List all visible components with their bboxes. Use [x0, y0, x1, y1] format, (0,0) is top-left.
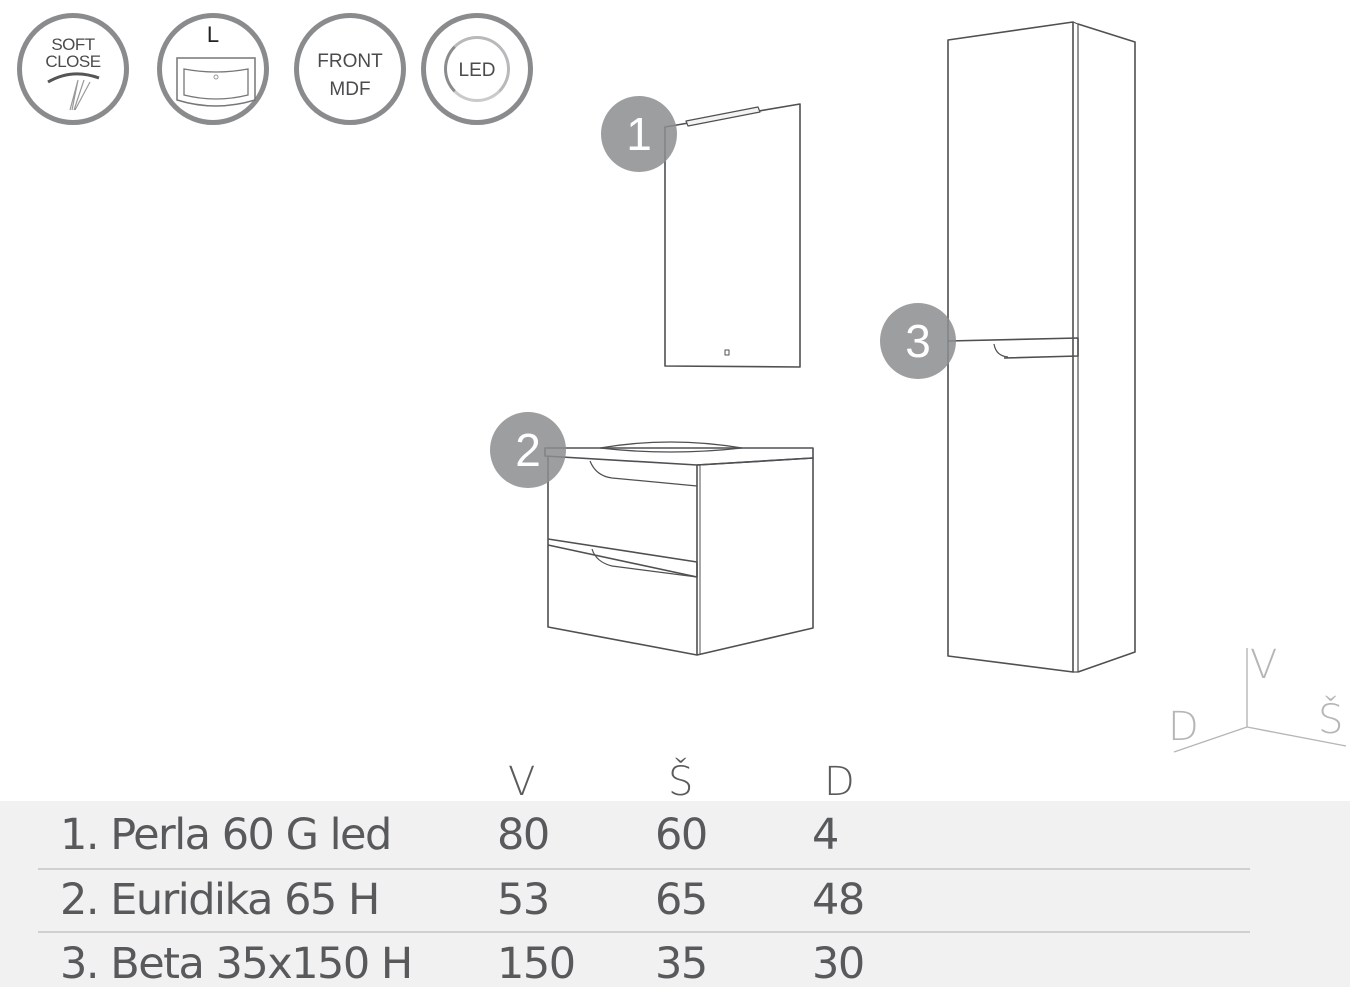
axis-label-depth: D — [1168, 704, 1199, 750]
tall-cabinet-drawing — [947, 21, 1136, 673]
washbasin-left-icon: L — [157, 13, 269, 125]
column-header-width: Š — [668, 759, 694, 805]
soft-close-label: SOFT CLOSE — [22, 36, 124, 70]
axis-label-height: V — [1250, 642, 1278, 688]
basin-side-label: L — [206, 22, 220, 47]
led-label: LED — [458, 60, 496, 81]
furniture-drawing — [544, 21, 1347, 753]
height-value: 53 — [497, 875, 550, 925]
depth-value: 4 — [812, 810, 839, 860]
axis-legend-lines — [1173, 648, 1347, 753]
badge-number: 3 — [905, 315, 931, 367]
badge-number: 1 — [626, 108, 652, 160]
vanity-drawing — [544, 441, 814, 656]
front-mdf-line1: FRONT — [317, 51, 383, 72]
depth-value: 48 — [812, 875, 865, 925]
callout-badge-2: 2 — [490, 412, 566, 488]
dimensions-table — [0, 801, 1350, 987]
mirror-drawing — [664, 103, 801, 368]
row-divider — [38, 931, 1250, 933]
badge-number: 2 — [515, 424, 541, 476]
column-header-depth: D — [824, 759, 855, 805]
width-value: 35 — [655, 939, 708, 989]
depth-value: 30 — [812, 939, 865, 989]
callout-badge-1: 1 — [601, 96, 677, 172]
row-divider — [38, 868, 1250, 870]
basin-shape-icon — [176, 57, 256, 107]
width-value: 60 — [655, 810, 708, 860]
callout-badge-3: 3 — [880, 303, 956, 379]
front-mdf-label: FRONT MDF — [299, 48, 401, 104]
soft-close-line2: CLOSE — [45, 52, 101, 71]
product-name: 3. Beta 35x150 H — [60, 939, 413, 989]
product-name: 1. Perla 60 G led — [60, 810, 392, 860]
led-light-icon: LED — [421, 13, 533, 125]
product-name: 2. Euridika 65 H — [60, 875, 380, 925]
soft-close-line1: SOFT — [51, 35, 95, 54]
height-value: 150 — [497, 939, 576, 989]
column-header-height: V — [508, 759, 536, 805]
table-row: 1. Perla 60 G led 80 60 4 — [0, 804, 1350, 867]
soft-close-icon: SOFT CLOSE — [17, 13, 129, 125]
width-value: 65 — [655, 875, 708, 925]
axis-label-width: Š — [1318, 697, 1344, 743]
table-row: 3. Beta 35x150 H 150 35 30 — [0, 933, 1350, 996]
front-mdf-icon: FRONT MDF — [294, 13, 406, 125]
table-row: 2. Euridika 65 H 53 65 48 — [0, 869, 1350, 932]
led-inner-ring — [444, 36, 510, 102]
hinge-arc-icon — [47, 72, 100, 111]
height-value: 80 — [497, 810, 550, 860]
front-mdf-line2: MDF — [329, 79, 371, 100]
